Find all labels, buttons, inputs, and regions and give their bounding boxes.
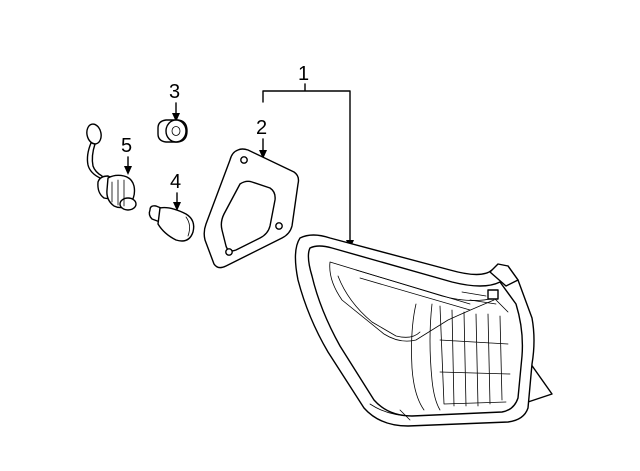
lamp-reflector-cells — [439, 305, 511, 407]
callout-2-label: 2 — [256, 117, 267, 139]
socket-wire — [86, 142, 103, 179]
callout-3-arrow — [172, 113, 180, 122]
lamp-housing-part[interactable] — [294, 234, 553, 427]
lamp-lens-ribs — [355, 269, 497, 311]
callout-4-label: 4 — [170, 171, 181, 193]
lamp-marker-box — [487, 289, 499, 300]
callout-4-arrow — [173, 202, 181, 211]
lamp-reflector — [337, 275, 441, 411]
callout-1-bracket — [262, 83, 351, 243]
gasket-hole-top — [240, 156, 248, 164]
socket-part[interactable] — [85, 123, 137, 211]
lamp-outer-shell — [294, 234, 535, 427]
gasket-part[interactable] — [203, 148, 300, 269]
gasket-inner-opening — [220, 180, 276, 252]
bulb-tip — [185, 216, 190, 237]
callout-2[interactable]: 2 — [256, 117, 267, 159]
lamp-mount-tab-upper — [489, 263, 519, 287]
socket-connector — [86, 123, 102, 145]
bulb-part[interactable] — [148, 205, 195, 242]
callout-5[interactable]: 5 — [121, 135, 132, 175]
callout-3[interactable]: 3 — [169, 81, 180, 122]
grommet-part[interactable] — [157, 119, 188, 143]
callout-3-label: 3 — [169, 81, 180, 103]
bulb-glass — [157, 206, 195, 242]
callout-2-arrow — [259, 150, 267, 159]
socket-ribs — [111, 179, 125, 207]
socket-cap — [119, 197, 137, 211]
callout-4[interactable]: 4 — [170, 171, 181, 211]
callout-5-label: 5 — [121, 135, 132, 157]
grommet-hole — [171, 126, 181, 136]
callout-1-label: 1 — [298, 63, 309, 85]
lamp-bottom-seam — [369, 403, 413, 421]
grommet-flange — [165, 119, 187, 143]
lamp-lens-outline — [307, 245, 524, 417]
gasket-hole-right — [275, 222, 283, 230]
callout-5-arrow — [124, 166, 132, 175]
gasket-hole-bottom — [225, 248, 233, 256]
